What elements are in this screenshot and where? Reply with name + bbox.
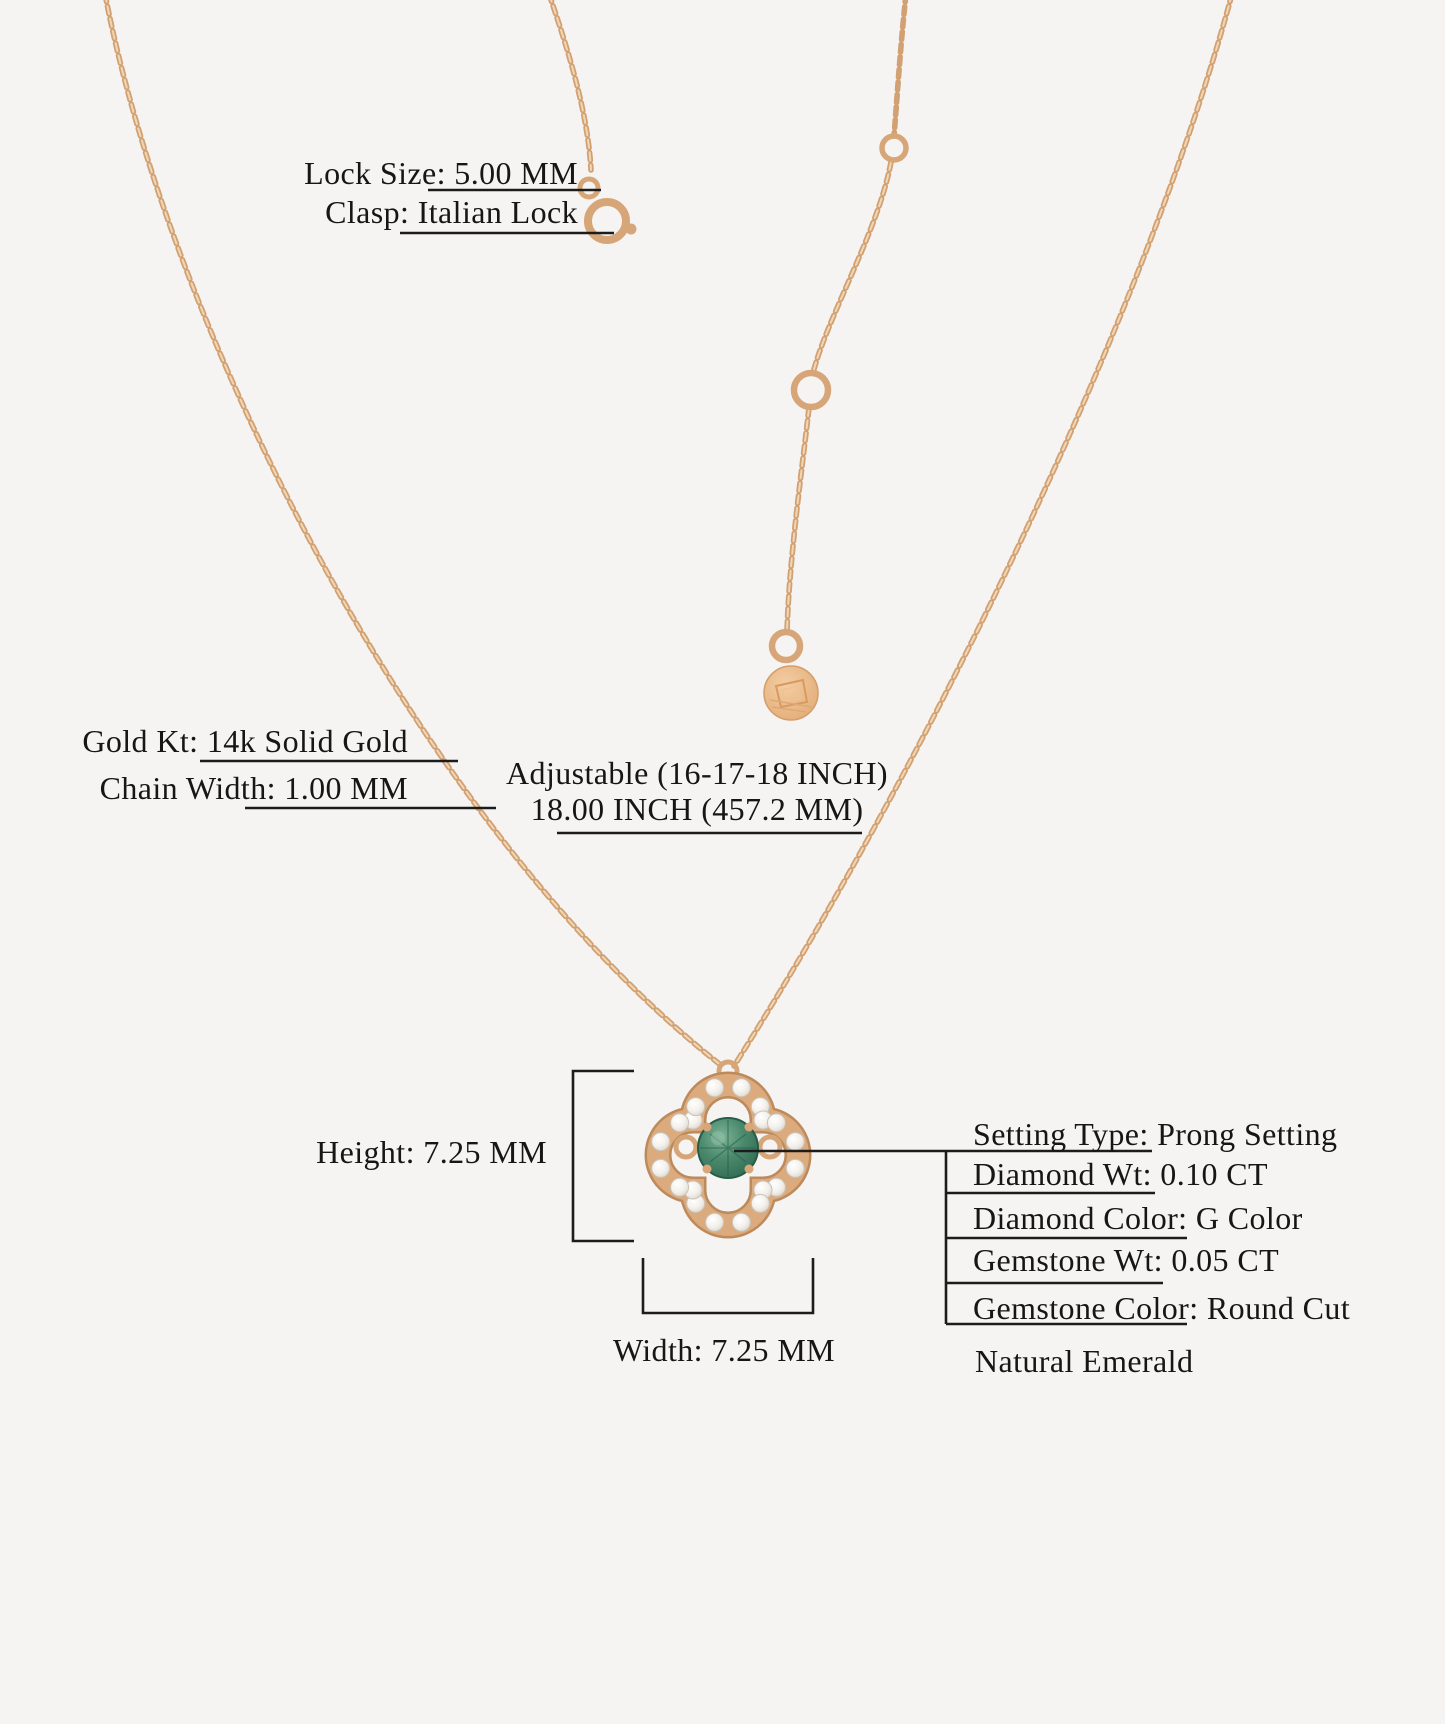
setting-type-label: Setting Type: Prong Setting [973,1116,1338,1152]
height-bracket [571,1069,634,1243]
width-bracket [641,1258,815,1315]
extender-chain-strand [784,0,909,635]
scroll-curl-left [673,1134,699,1160]
width-label: Width: 7.25 MM [612,1332,836,1368]
chain-right-strand [731,0,1234,1069]
extender-rings [768,133,909,664]
gemstone-weight-label: Gemstone Wt: 0.05 CT [973,1242,1280,1278]
adjustable-label: Adjustable (16-17-18 INCH) [506,755,888,791]
scroll-curl-right [757,1134,783,1160]
gold-karat-label: Gold Kt: 14k Solid Gold [82,723,408,759]
clasp-chain-strand [548,0,594,173]
spec-table-lines [734,1149,1187,1326]
emerald-gemstone [697,1117,759,1179]
prong [744,1164,754,1174]
prong [702,1164,712,1174]
gemstone-type-label: Natural Emerald [975,1343,1194,1379]
chain-length-label: 18.00 INCH (457.2 MM) [530,791,864,827]
extender-disc-tag [763,665,819,721]
annotation-leader-lines [200,188,862,835]
chain-width-label: Chain Width: 1.00 MM [99,770,408,806]
diamond-color-label: Diamond Color: G Color [973,1200,1303,1236]
clasp-spring-ring [577,176,637,244]
chain-left-strand [103,0,725,1069]
clasp-label: Clasp: Italian Lock [325,194,578,230]
diamond-weight-label: Diamond Wt: 0.10 CT [973,1156,1268,1192]
lock-size-label: Lock Size: 5.00 MM [304,155,578,191]
gemstone-color-label: Gemstone Color: Round Cut [973,1290,1351,1326]
prong [702,1122,712,1132]
height-label: Height: 7.25 MM [316,1134,547,1170]
prong [744,1122,754,1132]
diamond-accents [651,1078,805,1232]
